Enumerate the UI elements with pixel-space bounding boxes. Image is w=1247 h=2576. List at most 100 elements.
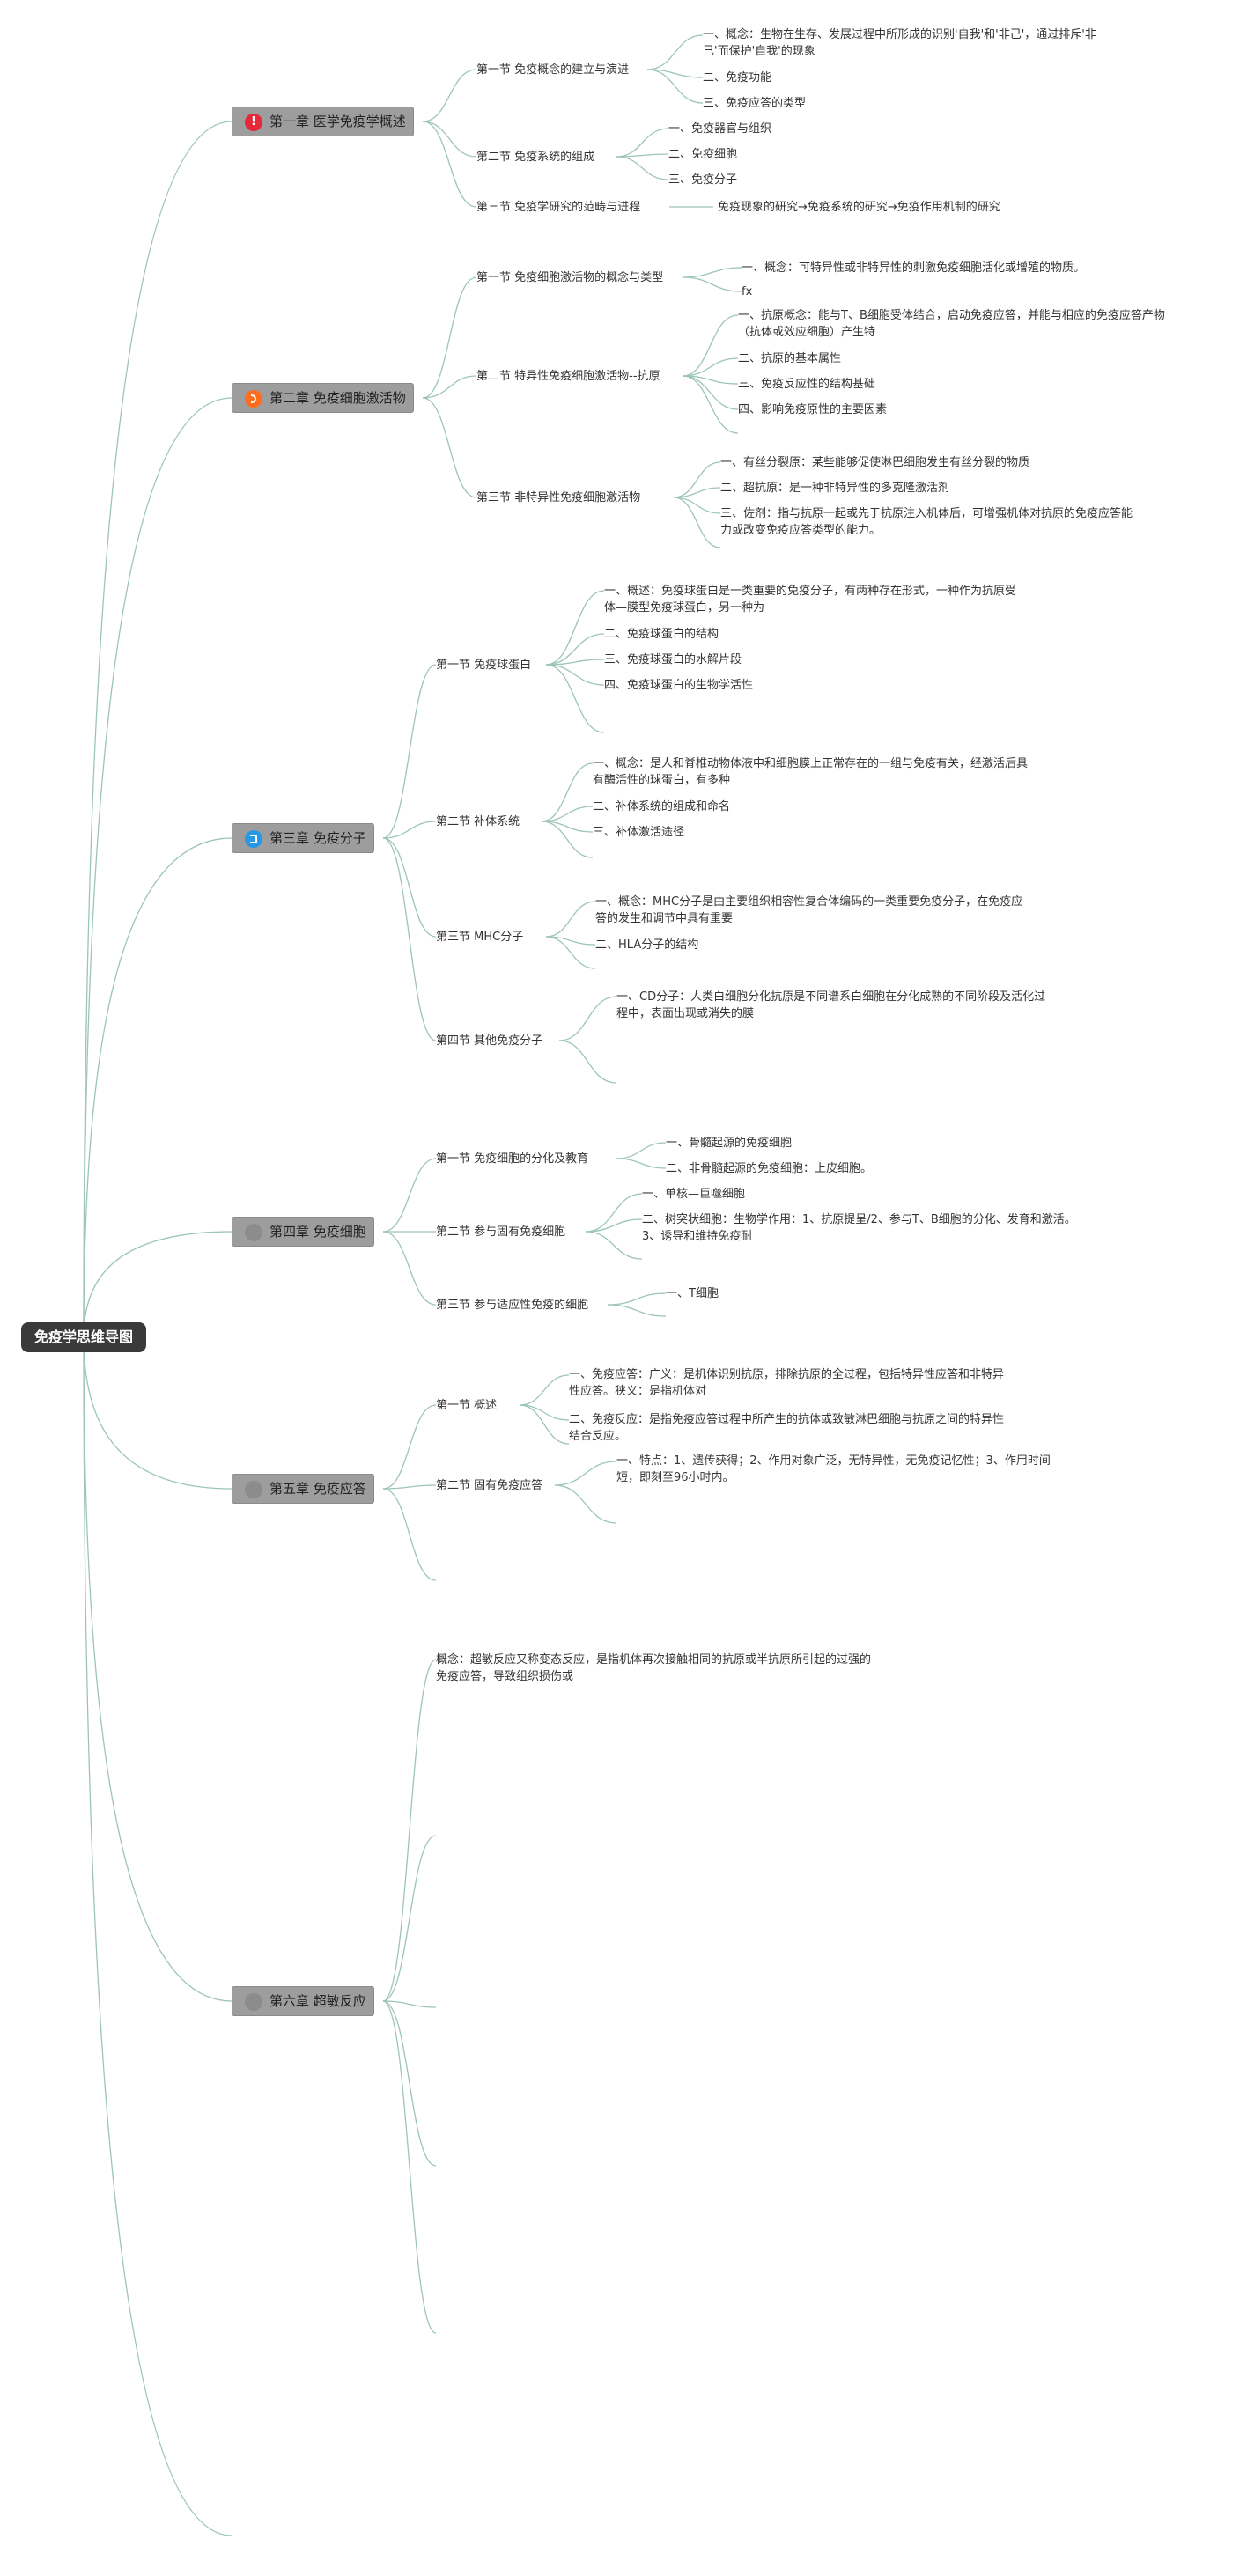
connector-line [616,1158,667,1169]
ch3-s2-item-1[interactable]: 一、概念：是人和脊椎动物体液中和细胞膜上正常存在的一组与免疫有关，经激活后具有酶… [593,757,1029,787]
ch2-s3-item-2[interactable]: 二、超抗原：是一种非特异性的多克隆激活剂 [720,482,950,495]
ch4-section-3[interactable]: 第三节 参与适应性免疫的细胞 [436,1299,589,1312]
connector-line [422,397,477,498]
ch5-section-1[interactable]: 第一节 概述 [436,1399,498,1412]
connector-line [382,1835,437,2002]
connector-line [83,1231,232,1338]
connector-line [382,837,437,938]
chapter-5-node[interactable]: 第五章 免疫应答 [232,1474,374,1504]
ch5-s1-item-2[interactable]: 二、免疫反应：是指免疫应答过程中所产生的抗体或致敏淋巴细胞与抗原之间的特异性结合… [569,1413,1005,1443]
connector-line [422,121,477,208]
connector-line [585,1231,643,1260]
ch2-s1-item-2[interactable]: fx [742,285,753,298]
ch1-s2-item-3[interactable]: 三、免疫分子 [668,173,738,187]
connector-line [682,375,739,410]
ch3-s1-item-4[interactable]: 四、免疫球蛋白的生物学活性 [604,679,754,692]
ch3-s1-item-1[interactable]: 一、概述：免疫球蛋白是一类重要的免疫分子，有两种存在形式，一种作为抗原受体—膜型… [604,585,1017,615]
root-node[interactable]: 免疫学思维导图 [21,1322,146,1352]
ch4-s1-item-1[interactable]: 一、骨髓起源的免疫细胞 [666,1137,793,1150]
ch1-s1-item-3[interactable]: 三、免疫应答的类型 [703,97,807,110]
ch2-s2-item-2[interactable]: 二、抗原的基本属性 [738,352,842,365]
connector-line [382,664,437,839]
ch2-s2-item-1[interactable]: 一、抗原概念：能与T、B细胞受体结合，启动免疫应答，并能与相应的免疫应答产物（抗… [738,309,1165,339]
chapter-4-node[interactable]: 第四章 免疫细胞 [232,1217,374,1247]
chapter-3-node[interactable]: 第三章 免疫分子 [232,823,374,853]
chapter-3-label: 第三章 免疫分子 [269,830,366,846]
connector-line [422,121,477,158]
ch2-s2-item-4[interactable]: 四、影响免疫原性的主要因素 [738,403,888,416]
ch3-section-1[interactable]: 第一节 免疫球蛋白 [436,659,532,672]
ch4-s2-item-2[interactable]: 二、树突状细胞：生物学作用：1、抗原提呈/2、参与T、B细胞的分化、发育和激活。… [642,1213,1076,1243]
ch1-s3-item-1[interactable]: 免疫现象的研究→免疫系统的研究→免疫作用机制的研究 [718,201,1000,214]
chapter-4-label: 第四章 免疫细胞 [269,1224,366,1240]
ch1-s2-item-1[interactable]: 一、免疫器官与组织 [668,122,772,136]
ch1-s1-item-2[interactable]: 二、免疫功能 [703,71,772,85]
connector-line [382,1659,437,2002]
connector-line [682,375,739,434]
connector-line [382,1231,437,1306]
ch1-section-2[interactable]: 第二节 免疫系统的组成 [476,151,595,164]
connector-line [545,633,605,666]
ch2-s1-item-1[interactable]: 一、概念：可特异性或非特异性的刺激免疫细胞活化或增殖的物质。 [742,261,1086,275]
ch3-s3-item-1[interactable]: 一、概念：MHC分子是由主要组织相容性复合体编码的一类重要免疫分子，在免疫应答的… [595,895,1023,925]
ch1-section-3[interactable]: 第三节 免疫学研究的范畴与进程 [476,201,641,214]
ch4-section-2[interactable]: 第二节 参与固有免疫细胞 [436,1225,566,1239]
connector-line [545,936,596,969]
connector-line [607,1304,667,1317]
ch3-s1-item-2[interactable]: 二、免疫球蛋白的结构 [604,628,719,641]
chapter-1-node[interactable]: 第一章 医学免疫学概述 [232,107,414,136]
connector-line [382,1404,437,1490]
connector-line [541,762,594,822]
ch2-s2-item-3[interactable]: 三、免疫反应性的结构基础 [738,378,876,391]
connector-line [682,276,742,292]
ch5-s1-item-1[interactable]: 一、免疫应答：广义：是机体识别抗原，排除抗原的全过程，包括特异性应答和非特异性应… [569,1368,1005,1398]
ch4-s1-item-2[interactable]: 二、非骨髓起源的免疫细胞：上皮细胞。 [666,1162,873,1175]
connector-line [607,1292,667,1306]
connector-line [545,664,605,686]
connector-line [673,497,721,548]
connector-line [83,121,232,1338]
connector-line [83,837,232,1338]
ch3-section-3[interactable]: 第三节 MHC分子 [436,931,524,944]
ch2-section-3[interactable]: 第三节 非特异性免疫细胞激活物 [476,491,641,504]
ch3-s4-item-1[interactable]: 一、CD分子：人类白细胞分化抗原是不同谱系白细胞在分化成熟的不同阶段及活化过程中… [616,990,1046,1020]
ch3-s2-item-3[interactable]: 三、补体激活途径 [593,826,685,839]
ch4-section-1[interactable]: 第一节 免疫细胞的分化及教育 [436,1152,589,1166]
connector-line [382,1488,437,1581]
ch4-s2-item-1[interactable]: 一、单核—巨噬细胞 [642,1188,746,1201]
ch5-section-2[interactable]: 第二节 固有免疫应答 [436,1479,543,1492]
ch2-s3-item-1[interactable]: 一、有丝分裂原：某些能够促使淋巴细胞发生有丝分裂的物质 [720,456,1030,469]
ch3-s3-item-2[interactable]: 二、HLA分子的结构 [595,938,699,952]
connector-line [382,2000,437,2008]
ch3-section-4[interactable]: 第四节 其他免疫分子 [436,1034,543,1048]
connector-line [519,1404,570,1421]
connector-line [382,1484,437,1490]
chapter-1-label: 第一章 医学免疫学概述 [269,114,406,129]
chapter-2-label: 第二章 免疫细胞激活物 [269,390,406,406]
connector-line [83,1336,232,2536]
connector-line [646,69,704,104]
ch6-concept[interactable]: 概念：超敏反应又称变态反应，是指机体再次接触相同的抗原或半抗原所引起的过强的免疫… [436,1653,872,1683]
connector-line [585,1193,643,1233]
ch3-s2-item-2[interactable]: 二、补体系统的组成和命名 [593,800,731,813]
chapter-5-label: 第五章 免疫应答 [269,1481,366,1497]
connector-line [616,156,669,180]
ch2-section-1[interactable]: 第一节 免疫细胞激活物的概念与类型 [476,271,664,284]
connector-line [545,901,596,938]
ch1-section-1[interactable]: 第一节 免疫概念的建立与演进 [476,63,630,77]
ch2-section-2[interactable]: 第二节 特异性免疫细胞激活物--抗原 [476,370,660,383]
connector-line [682,314,739,377]
ch3-section-2[interactable]: 第二节 补体系统 [436,815,520,828]
number-6-icon [245,1993,262,2011]
ch3-s1-item-3[interactable]: 三、免疫球蛋白的水解片段 [604,653,742,666]
ch1-s1-item-1[interactable]: 一、概念：生物在生存、发展过程中所形成的识别'自我'和'非己'，通过排斥'非己'… [703,28,1096,58]
chapter-6-node[interactable]: 第六章 超敏反应 [232,1986,374,2016]
chapter-2-node[interactable]: 第二章 免疫细胞激活物 [232,383,414,413]
ch4-s3-item-1[interactable]: 一、T细胞 [666,1287,719,1300]
connector-line [83,1336,232,1490]
ch5-s2-item-1[interactable]: 一、特点：1、遗传获得；2、作用对象广泛，无特异性，无免疫记忆性；3、作用时间短… [616,1454,1051,1484]
ch2-s3-item-3[interactable]: 三、佐剂：指与抗原一起或先于抗原注入机体后，可增强机体对抗原的免疫应答能力或改变… [720,507,1133,537]
ch1-s2-item-2[interactable]: 二、免疫细胞 [668,148,738,161]
connector-line [558,996,617,1041]
